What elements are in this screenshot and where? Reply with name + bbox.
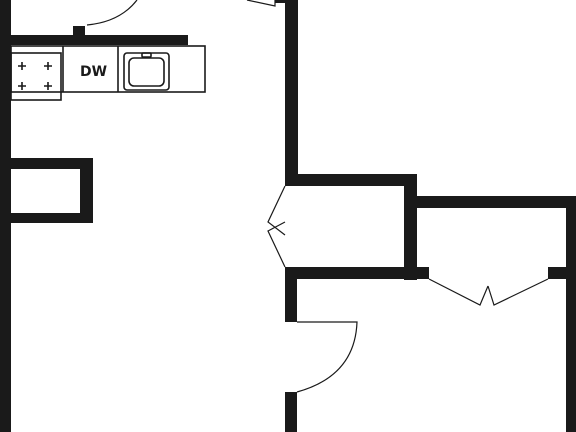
bifold-door-icon-4: [487, 278, 549, 306]
wall-kitchen-top: [0, 35, 188, 45]
sink-icon: [123, 52, 170, 91]
wall-niche-bottom: [0, 213, 93, 223]
doors: [86, 0, 549, 393]
dishwasher-label: DW: [80, 64, 107, 80]
bifold-door-icon-3: [428, 278, 489, 306]
wall-right-exterior: [566, 196, 576, 432]
wall-bedroom-jamb-left: [404, 267, 429, 279]
door-swing-icon: [86, 0, 138, 26]
wall-niche-right: [80, 158, 93, 223]
cooktop-icon: [10, 52, 62, 101]
wall-bath-left-lower: [285, 392, 297, 432]
wall-central-stub: [275, 0, 285, 3]
wall-closet-top: [285, 174, 417, 186]
door-swing-icon-bath: [296, 321, 358, 393]
wall-central-vertical: [285, 0, 298, 185]
bifold-door-icon: [267, 185, 286, 236]
bifold-door-icon-2: [267, 221, 286, 268]
wall-bedroom-top: [404, 196, 576, 208]
wall-closet-bottom: [285, 267, 417, 279]
wall-kitchen-top-stub: [73, 26, 85, 38]
door-swing-icon-2: [246, 0, 276, 7]
wall-bath-left-upper: [285, 267, 297, 322]
wall-closet-right: [404, 174, 417, 280]
wall-niche-top: [0, 158, 93, 169]
